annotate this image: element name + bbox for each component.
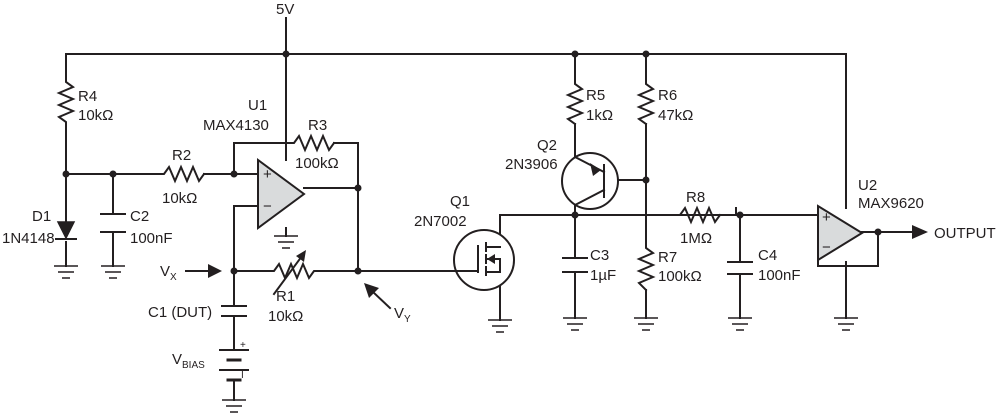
q2-ref: Q2	[537, 137, 557, 154]
r8-value: 1MΩ	[680, 230, 712, 247]
r5-value: 1kΩ	[586, 107, 613, 124]
r6-value: 47kΩ	[658, 107, 693, 124]
u1-value: MAX4130	[203, 117, 269, 134]
c1-ref: C1 (DUT)	[148, 304, 212, 321]
potentiometer-arrow-icon	[272, 250, 306, 296]
capacitor-c3	[562, 257, 588, 273]
r3-ref: R3	[308, 117, 327, 134]
resistor-r4	[56, 77, 76, 129]
resistor-r5	[565, 79, 585, 126]
r4-ref: R4	[78, 88, 97, 105]
vx-label: VX	[160, 263, 177, 283]
u2-ref: U2	[858, 177, 877, 194]
c2-ref: C2	[130, 208, 149, 225]
r2-value: 10kΩ	[162, 190, 197, 207]
supply-label: 5V	[276, 1, 294, 18]
resistor-r3	[289, 133, 336, 153]
vbias-plus-sign: +	[240, 340, 246, 351]
r5-ref: R5	[586, 87, 605, 104]
c3-ref: C3	[590, 247, 609, 264]
resistor-r8	[675, 205, 722, 225]
resistor-r7	[636, 243, 656, 292]
d1-value: 1N4148	[2, 230, 55, 247]
q1-ref: Q1	[450, 193, 470, 210]
r1-value: 10kΩ	[268, 308, 303, 325]
r6-ref: R6	[658, 87, 677, 104]
r3-value: 100kΩ	[295, 155, 339, 172]
opamp-u2	[817, 204, 864, 262]
c3-value: 1µF	[590, 267, 616, 284]
vbias-minus-sign: I	[241, 370, 244, 381]
capacitor-c4	[727, 261, 753, 275]
u1-minus-sign: −	[263, 198, 272, 215]
ground-symbols	[54, 235, 858, 413]
u2-plus-sign: +	[822, 209, 831, 226]
transistor-q2	[561, 152, 619, 210]
wires	[65, 17, 917, 401]
output-label: OUTPUT	[934, 225, 996, 242]
resistor-r2	[159, 164, 206, 184]
vx-arrow-icon	[185, 264, 222, 278]
u2-value: MAX9620	[858, 195, 924, 212]
opamp-u1	[257, 158, 306, 230]
r7-value: 100kΩ	[658, 268, 702, 285]
r2-ref: R2	[172, 147, 191, 164]
resistor-r1	[269, 261, 319, 281]
u1-plus-sign: +	[263, 166, 272, 183]
r8-ref: R8	[686, 189, 705, 206]
c2-value: 100nF	[130, 230, 173, 247]
r7-ref: R7	[658, 249, 677, 266]
q1-value: 2N7002	[414, 213, 467, 230]
output-arrow-icon	[912, 225, 928, 239]
r1-ref: R1	[276, 288, 295, 305]
vy-arrow-icon	[364, 283, 392, 310]
junction-dots	[62, 50, 882, 275]
capacitor-c2	[100, 213, 126, 233]
diode-d1	[55, 207, 77, 240]
c4-ref: C4	[758, 247, 777, 264]
r4-value: 10kΩ	[78, 107, 113, 124]
capacitor-c1	[221, 305, 247, 317]
resistor-r6	[636, 79, 656, 126]
q2-value: 2N3906	[505, 156, 558, 173]
vy-label: VY	[394, 305, 411, 325]
u2-minus-sign: −	[822, 239, 831, 256]
d1-ref: D1	[32, 208, 51, 225]
c4-value: 100nF	[758, 267, 801, 284]
vbias-label: VBIAS	[172, 351, 205, 371]
transistor-q1	[439, 229, 515, 291]
battery-vbias	[219, 349, 249, 382]
u1-ref: U1	[248, 97, 267, 114]
